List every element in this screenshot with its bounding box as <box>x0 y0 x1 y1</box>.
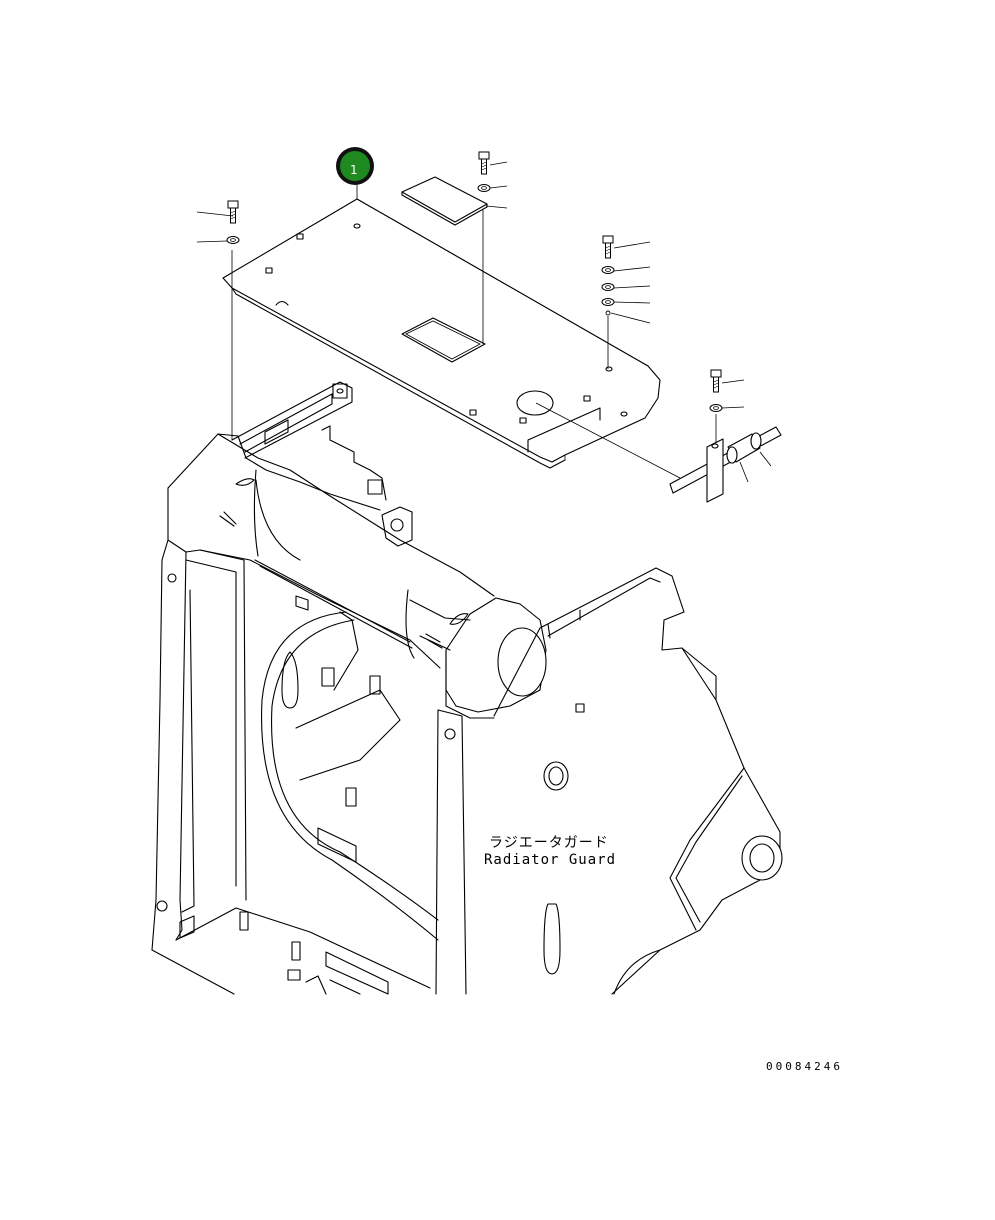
washer-icon <box>709 404 745 412</box>
bolt-icon <box>478 151 508 175</box>
bolt-icon <box>602 235 651 259</box>
part-callout-1[interactable]: 1 <box>336 147 374 185</box>
washer-icon <box>601 266 651 274</box>
washer-icon <box>601 283 651 291</box>
catalog-number: 00084246 <box>766 1060 843 1073</box>
top-cover-plate <box>222 198 661 469</box>
washer-icon <box>601 298 651 306</box>
callout-number: 1 <box>350 163 358 177</box>
washer-icon <box>477 184 508 192</box>
part-label-japanese: ラジエータガード <box>489 835 609 851</box>
clamp-icon <box>669 426 782 503</box>
leader-lines <box>231 184 717 479</box>
part-label-english: Radiator Guard <box>484 852 616 868</box>
radiator-guard-frame <box>151 381 783 995</box>
small-cover-plate <box>401 176 488 226</box>
washer-icon <box>196 236 240 244</box>
bolt-icon <box>196 200 239 224</box>
bolt-icon <box>710 369 745 393</box>
